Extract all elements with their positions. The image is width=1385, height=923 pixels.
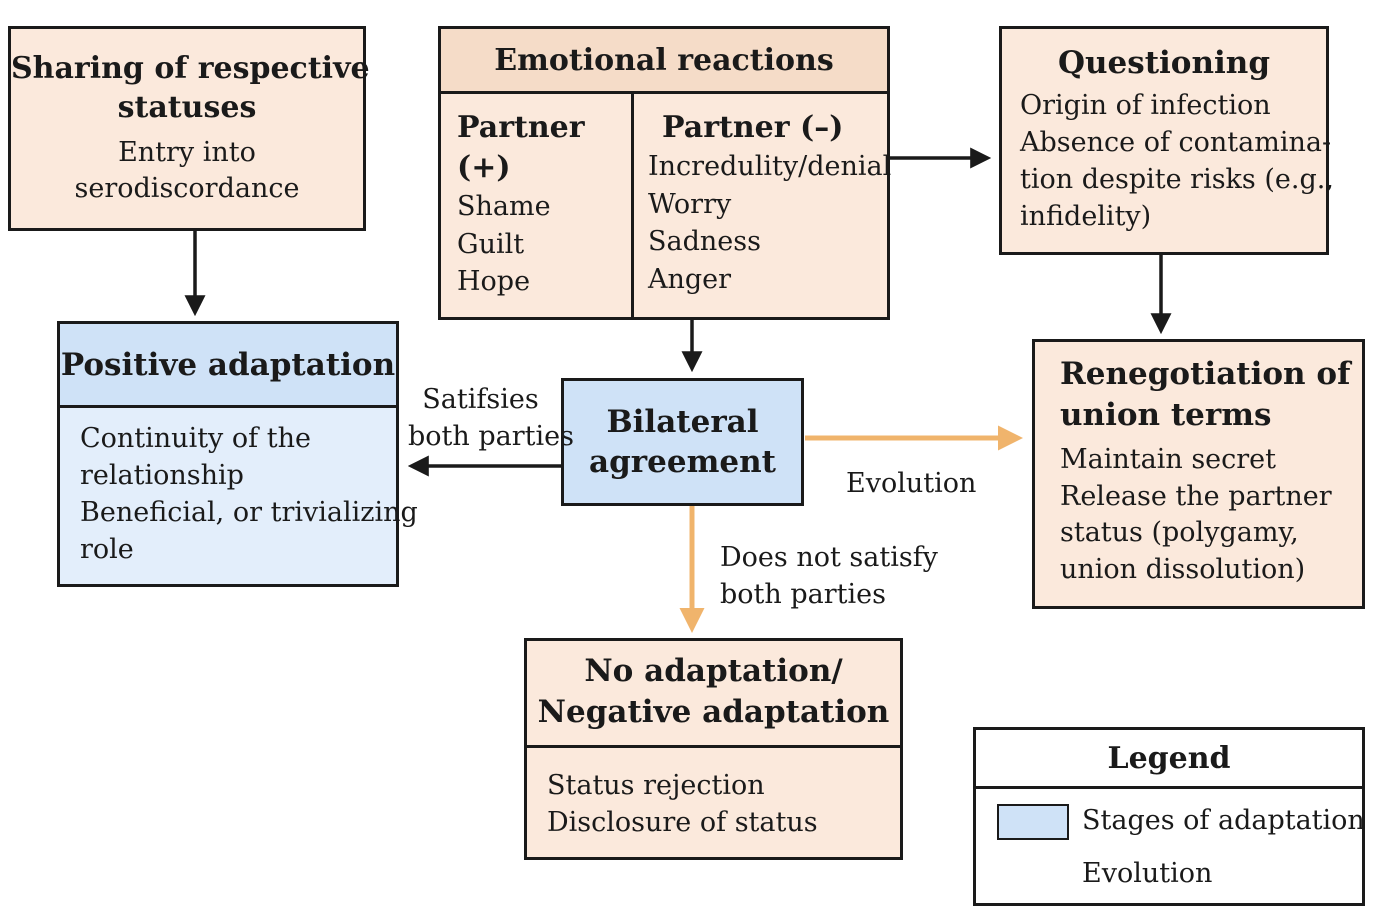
sharing-title: Sharing of respective statuses	[11, 49, 370, 127]
positive-adaptation-title: Positive adaptation	[60, 324, 396, 408]
questioning-body-line: infidelity)	[1020, 201, 1152, 232]
legend-box: Legend Stages of adaptation Evolution	[973, 727, 1365, 906]
partner-positive-items: Shame Guilt Hope	[457, 188, 631, 301]
emotion-item: Anger	[648, 263, 732, 295]
questioning-title: Questioning	[1057, 45, 1271, 81]
renegotiation-body: Maintain secret Release the partner stat…	[1060, 442, 1362, 588]
not-satisfy-label-line: Does not satisfy	[720, 542, 938, 573]
partner-positive-title: Partner (+)	[457, 110, 585, 185]
renegotiation-box: Renegotiation of union terms Maintain se…	[1032, 339, 1365, 609]
renegotiation-body-line: Maintain secret	[1060, 444, 1277, 475]
emotion-item: Shame	[457, 191, 551, 222]
not-satisfy-label: Does not satisfy both parties	[720, 539, 938, 613]
emotional-title: Emotional reactions	[441, 29, 887, 94]
positive-adaptation-body: Continuity of the relationship Beneficia…	[60, 408, 418, 568]
not-satisfy-label-line: both parties	[720, 579, 886, 610]
partner-negative-column: Partner (–) Incredulity/denial Worry Sad…	[634, 94, 892, 317]
renegotiation-title-line: Renegotiation of	[1060, 356, 1351, 392]
sharing-title-line: statuses	[117, 90, 257, 125]
legend-evolution-label: Evolution	[1082, 858, 1213, 889]
sharing-box: Sharing of respective statuses Entry int…	[8, 26, 370, 231]
emotion-item: Incredulity/denial	[648, 151, 892, 182]
questioning-body: Origin of infection Absence of contamina…	[1020, 87, 1334, 235]
legend-swatch-stages	[997, 804, 1069, 840]
questioning-box: Questioning Origin of infection Absence …	[999, 26, 1334, 255]
partner-negative-title: Partner (–)	[662, 110, 844, 145]
no-adaptation-body-line: Status rejection	[547, 770, 765, 801]
emotional-box: Emotional reactions Partner (+) Shame Gu…	[438, 26, 892, 320]
legend-stages-label: Stages of adaptation	[1082, 805, 1365, 836]
emotion-item: Hope	[457, 266, 531, 297]
partner-positive-column: Partner (+) Shame Guilt Hope	[441, 94, 634, 317]
bilateral-title-line: agreement	[589, 444, 776, 480]
renegotiation-body-line: union dissolution)	[1060, 553, 1306, 585]
renegotiation-body-line: status (polygamy,	[1060, 517, 1299, 548]
questioning-body-line: Origin of infection	[1020, 90, 1271, 121]
renegotiation-title: Renegotiation of union terms	[1060, 354, 1362, 436]
evolution-label: Evolution	[846, 468, 977, 499]
emotion-item: Guilt	[457, 228, 525, 260]
no-adaptation-body-line: Disclosure of status	[547, 807, 818, 838]
positive-body-line: Beneficial, or trivializing	[80, 497, 418, 528]
bilateral-title-line: Bilateral	[606, 404, 759, 440]
sharing-body-line: Entry into	[118, 137, 256, 168]
bilateral-agreement-box: Bilateral agreement	[561, 378, 804, 506]
emotion-item: Worry	[648, 188, 732, 220]
legend-title: Legend	[976, 730, 1362, 789]
sharing-title-line: Sharing of respective	[11, 51, 370, 86]
no-adaptation-body: Status rejection Disclosure of status	[527, 748, 900, 841]
satisfies-label: Satifsies both parties	[408, 381, 574, 455]
no-adaptation-title-line: No adaptation/	[584, 653, 843, 689]
renegotiation-title-line: union terms	[1060, 397, 1272, 433]
positive-body-line: Continuity of the	[80, 423, 311, 454]
questioning-body-line: Absence of contamina-	[1020, 127, 1332, 158]
no-adaptation-title-line: Negative adaptation	[537, 694, 890, 730]
questioning-body-line: tion despite risks (e.g.,	[1020, 164, 1334, 195]
sharing-body: Entry into serodiscordance	[11, 135, 363, 207]
positive-body-line: relationship	[80, 460, 244, 491]
no-adaptation-box: No adaptation/ Negative adaptation Statu…	[524, 638, 903, 860]
emotion-item: Sadness	[648, 226, 761, 257]
satisfies-label-line: both parties	[408, 421, 574, 452]
positive-body-line: role	[80, 534, 134, 565]
partner-negative-items: Incredulity/denial Worry Sadness Anger	[648, 148, 892, 298]
positive-adaptation-box: Positive adaptation Continuity of the re…	[57, 321, 418, 587]
satisfies-label-line: Satifsies	[422, 384, 539, 415]
emotional-columns: Partner (+) Shame Guilt Hope Partner (–)…	[441, 94, 892, 317]
renegotiation-body-line: Release the partner	[1060, 480, 1332, 512]
no-adaptation-title: No adaptation/ Negative adaptation	[527, 641, 900, 748]
sharing-body-line: serodiscordance	[74, 173, 300, 204]
